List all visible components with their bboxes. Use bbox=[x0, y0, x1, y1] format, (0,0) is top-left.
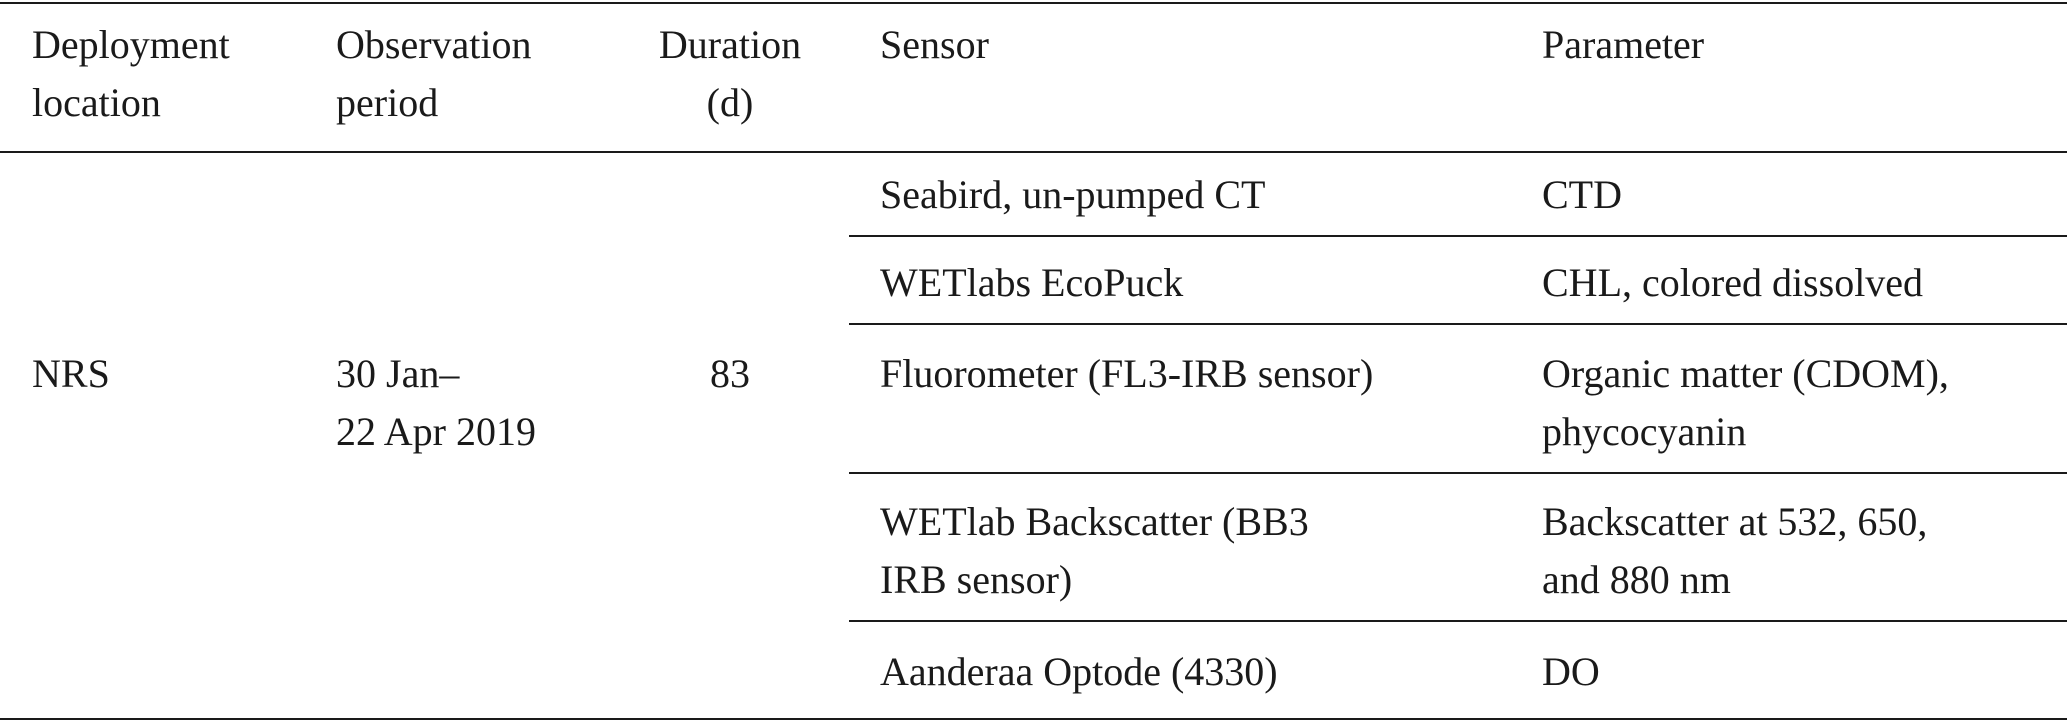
sensor-3: Fluorometer (FL3-IRB sensor) bbox=[880, 351, 1374, 396]
header-location: Deployment location bbox=[32, 22, 230, 125]
parameter-1: CTD bbox=[1542, 172, 1622, 217]
parameter-2: CHL, colored dissolved bbox=[1542, 260, 1924, 305]
row-rule bbox=[849, 620, 2067, 622]
bottom-rule bbox=[0, 718, 2067, 720]
row-rule bbox=[849, 472, 2067, 474]
cell-location: NRS bbox=[32, 351, 110, 396]
parameter-5: DO bbox=[1542, 649, 1600, 694]
cell-period: 30 Jan– 22 Apr 2019 bbox=[336, 351, 536, 454]
cell-duration: 83 bbox=[710, 351, 750, 396]
header-period: Observation period bbox=[336, 22, 532, 125]
sensor-5: Aanderaa Optode (4330) bbox=[880, 649, 1278, 694]
parameter-3: Organic matter (CDOM), phycocyanin bbox=[1542, 351, 1949, 454]
top-rule bbox=[0, 2, 2067, 4]
header-parameter: Parameter bbox=[1542, 22, 1705, 67]
sensor-4: WETlab Backscatter (BB3 IRB sensor) bbox=[880, 499, 1309, 602]
header-sensor: Sensor bbox=[880, 22, 989, 67]
sensor-1: Seabird, un-pumped CT bbox=[880, 172, 1266, 217]
header-rule bbox=[0, 151, 2067, 153]
parameter-4: Backscatter at 532, 650, and 880 nm bbox=[1542, 499, 1928, 602]
row-rule bbox=[849, 235, 2067, 237]
header-duration: Duration (d) bbox=[658, 22, 802, 125]
sensor-2: WETlabs EcoPuck bbox=[880, 260, 1184, 305]
row-rule bbox=[849, 323, 2067, 325]
